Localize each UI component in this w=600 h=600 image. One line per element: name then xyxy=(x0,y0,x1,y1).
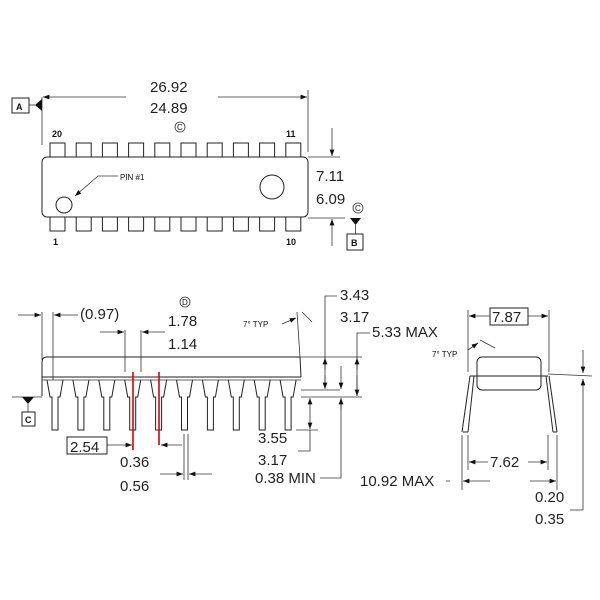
datum-b-label: B xyxy=(351,238,358,248)
end-leads xyxy=(461,375,558,433)
side-body xyxy=(41,356,302,396)
pin-label-20: 20 xyxy=(52,129,62,139)
body-width: 7.87 xyxy=(492,309,521,326)
lead-width-min: 0.36 xyxy=(120,454,149,471)
top-pin xyxy=(101,142,118,158)
end-offset: (0.97) xyxy=(80,306,119,323)
lead-thickness-max: 0.35 xyxy=(535,511,564,528)
top-pin xyxy=(206,142,223,158)
hex-ref-c: C xyxy=(174,121,186,133)
datum-a-triangle xyxy=(35,99,42,111)
body-height-max: 3.43 xyxy=(340,287,369,304)
top-pin xyxy=(232,142,249,158)
top-pin xyxy=(75,142,92,158)
ejector-mark xyxy=(259,174,285,200)
bottom-pin xyxy=(154,216,171,232)
pin-label-11: 11 xyxy=(286,129,296,139)
datum-b-box xyxy=(346,233,364,251)
lead-width-max: 0.56 xyxy=(120,478,149,495)
lead-length-min: 3.17 xyxy=(258,452,287,469)
datum-c-label: C xyxy=(25,415,32,425)
top-pin xyxy=(259,142,276,158)
datum-b-triangle xyxy=(350,218,361,225)
svg-text:D: D xyxy=(182,298,188,307)
side-pins xyxy=(46,379,297,431)
length-max: 26.92 xyxy=(150,79,188,96)
row-spacing: 7.62 xyxy=(490,454,519,471)
svg-text:C: C xyxy=(355,204,361,213)
bottom-pin xyxy=(180,216,197,232)
bottom-pin xyxy=(232,216,249,232)
bottom-pin xyxy=(128,216,145,232)
top-pins xyxy=(49,142,302,232)
top-body xyxy=(41,156,309,218)
side-lead xyxy=(98,379,116,431)
lead-thickness-min: 0.20 xyxy=(535,489,564,506)
pitch-box xyxy=(66,436,108,455)
body-width-box xyxy=(489,307,529,326)
lead-length-max: 3.55 xyxy=(258,430,287,447)
pin1-marker xyxy=(55,196,73,214)
shoulder-max: 1.78 xyxy=(168,313,197,330)
standoff: 0.38 MIN xyxy=(255,470,316,487)
side-view: C (0.97) D 1.78 1.14 7° TYP 3.43 3.17 xyxy=(12,287,438,495)
side-lead xyxy=(227,379,245,431)
shoulder-min: 1.14 xyxy=(168,336,197,353)
bottom-pin xyxy=(259,216,276,232)
bottom-pin xyxy=(101,216,118,232)
draft-angle-end: 7° TYP xyxy=(432,350,457,359)
top-pin xyxy=(49,142,66,158)
side-lead xyxy=(72,379,90,431)
end-view: 7.87 7° TYP 7.62 10.92 MAX 0.20 0.35 xyxy=(360,307,593,528)
end-body xyxy=(476,356,542,391)
side-lead xyxy=(176,379,193,431)
width-max: 7.11 xyxy=(316,168,344,185)
bottom-pin xyxy=(49,216,66,232)
datum-c-box xyxy=(21,411,36,427)
top-pin xyxy=(128,142,145,158)
top-pin xyxy=(285,142,302,158)
overall-width: 10.92 MAX xyxy=(360,473,434,490)
top-pin xyxy=(154,142,171,158)
side-lead xyxy=(46,379,64,431)
hex-ref-c-width: C xyxy=(352,202,364,214)
side-lead xyxy=(253,379,271,431)
side-lead xyxy=(201,379,219,431)
body-height-min: 3.17 xyxy=(340,309,369,326)
width-min: 6.09 xyxy=(316,191,345,208)
draft-angle-side: 7° TYP xyxy=(243,320,268,329)
pin-label-1: 1 xyxy=(53,237,58,247)
pitch: 2.54 xyxy=(70,439,99,456)
pin1-leader xyxy=(74,175,118,197)
side-lead xyxy=(279,379,297,431)
datum-c-triangle xyxy=(22,397,34,404)
bottom-pin xyxy=(206,216,223,232)
total-height: 5.33 MAX xyxy=(372,324,438,341)
pin-label-10: 10 xyxy=(286,237,296,247)
length-min: 24.89 xyxy=(150,100,188,117)
pin1-label: PIN #1 xyxy=(120,173,145,182)
datum-a-box xyxy=(11,97,30,114)
svg-text:C: C xyxy=(177,123,183,132)
bottom-pin xyxy=(75,216,92,232)
bottom-pin xyxy=(285,216,302,232)
datum-a-label: A xyxy=(16,102,23,112)
top-pin xyxy=(180,142,197,158)
hex-ref-d: D xyxy=(179,296,191,308)
top-view: PIN #1 20 11 1 10 26.92 24.89 C A 7.11 6… xyxy=(11,79,364,251)
